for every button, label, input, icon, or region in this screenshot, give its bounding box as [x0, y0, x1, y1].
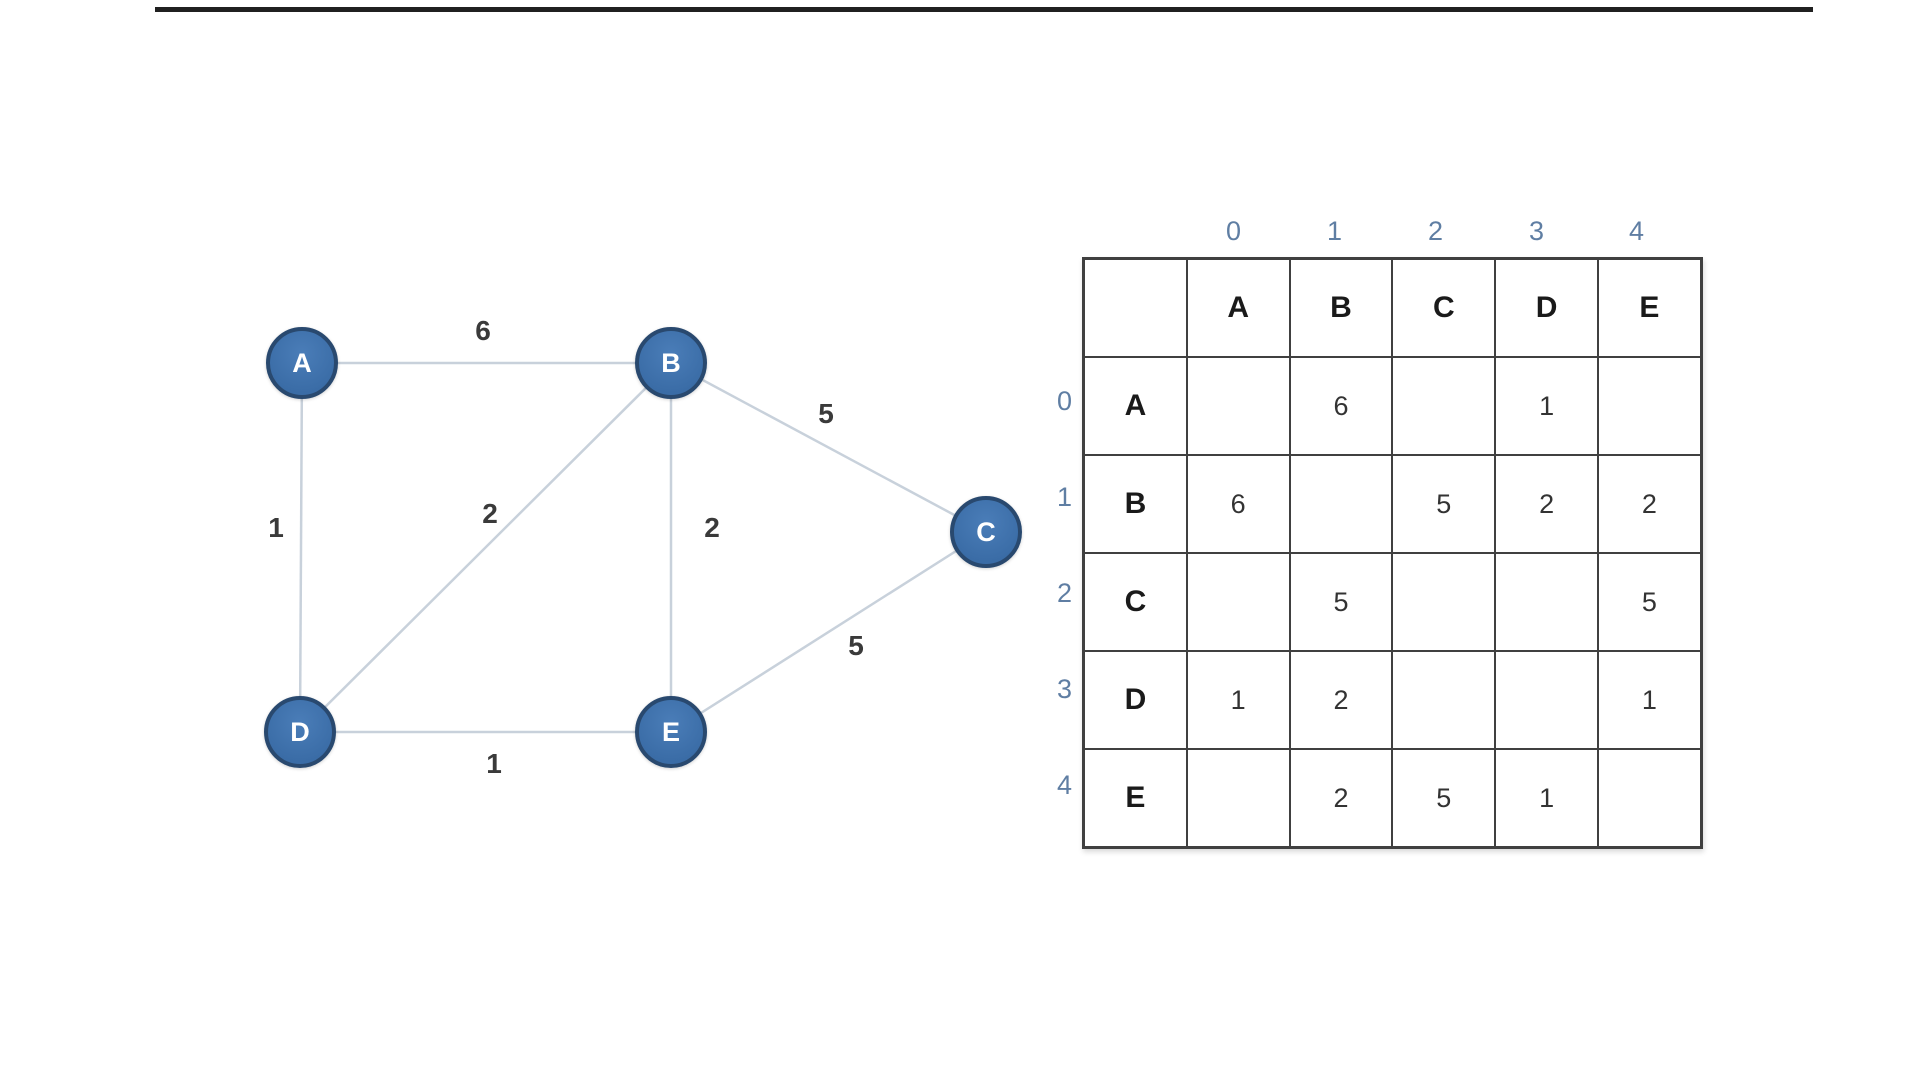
matrix-cell [1185, 552, 1291, 652]
graph-node-D: D [264, 696, 336, 768]
matrix-col-index-0: 0 [1225, 216, 1242, 246]
matrix-col-header: A [1185, 257, 1291, 358]
edge-weight-A-B: 6 [475, 315, 491, 346]
matrix-row-index-4: 4 [1056, 770, 1072, 800]
matrix-row-header: A [1082, 356, 1188, 456]
matrix-cell: 2 [1288, 748, 1394, 849]
matrix-cell [1288, 454, 1394, 554]
graph-node-B-label: B [661, 347, 681, 378]
matrix-row-header: C [1082, 552, 1188, 652]
matrix-row-header: E [1082, 748, 1188, 849]
matrix-cell [1185, 356, 1291, 456]
matrix-col-header: C [1391, 257, 1497, 358]
edge-A-D [298, 362, 304, 733]
matrix-row-E: E 2 5 1 [1082, 748, 1703, 849]
edge-B-C [670, 361, 987, 534]
matrix-row-index-0: 0 [1056, 386, 1072, 416]
matrix-cell: 5 [1391, 748, 1497, 849]
matrix-row-D: D 1 2 1 [1082, 650, 1703, 750]
edge-weight-B-E: 2 [704, 512, 720, 543]
edge-C-E [670, 530, 987, 734]
matrix-row-header: D [1082, 650, 1188, 750]
matrix-col-header: B [1288, 257, 1394, 358]
graph-node-E: E [635, 696, 707, 768]
matrix-col-index-3: 3 [1528, 216, 1545, 246]
edge-B-D [299, 362, 672, 733]
matrix-cell: 5 [1391, 454, 1497, 554]
matrix-cell: 1 [1596, 650, 1703, 750]
edge-weight-D-E: 1 [486, 748, 502, 779]
matrix-row-index-3: 3 [1056, 674, 1072, 704]
graph-node-C-label: C [976, 516, 996, 547]
matrix-row-index-1: 1 [1056, 482, 1072, 512]
graph-node-A-label: A [292, 347, 312, 378]
matrix-corner-cell [1082, 257, 1188, 358]
matrix-cell [1596, 356, 1703, 456]
matrix-cell [1494, 650, 1599, 750]
matrix-row-C: C 5 5 [1082, 552, 1703, 652]
edge-weight-B-C: 5 [818, 398, 834, 429]
graph-node-D-label: D [290, 716, 310, 747]
matrix-cell: 2 [1494, 454, 1599, 554]
matrix-cell: 6 [1288, 356, 1394, 456]
top-rule [155, 7, 1813, 12]
matrix-row-B: B 6 5 2 2 [1082, 454, 1703, 554]
matrix-cell: 1 [1185, 650, 1291, 750]
matrix-cell: 2 [1288, 650, 1394, 750]
matrix-cell [1391, 552, 1497, 652]
matrix-cell: 1 [1494, 748, 1599, 849]
matrix-row-A: A 6 1 [1082, 356, 1703, 456]
matrix-cell: 6 [1185, 454, 1291, 554]
matrix-cell [1391, 356, 1497, 456]
matrix-col-index-1: 1 [1326, 216, 1343, 246]
graph-node-C: C [950, 496, 1022, 568]
matrix-row-index-2: 2 [1056, 578, 1072, 608]
matrix-cell: 5 [1288, 552, 1394, 652]
matrix-header-row: A B C D E [1082, 257, 1703, 358]
edge-weight-A-D: 1 [268, 512, 284, 543]
matrix-col-index-4: 4 [1628, 216, 1645, 246]
matrix-col-index-2: 2 [1427, 216, 1444, 246]
matrix-cell: 5 [1596, 552, 1703, 652]
matrix-cell [1596, 748, 1703, 849]
matrix-cell [1391, 650, 1497, 750]
matrix-row-header: B [1082, 454, 1188, 554]
graph-node-E-label: E [661, 716, 680, 747]
edge-weight-B-D: 2 [482, 498, 498, 529]
graph-node-A: A [266, 327, 338, 399]
edge-weight-C-E: 5 [848, 630, 864, 661]
matrix-cell: 1 [1494, 356, 1599, 456]
matrix-col-header: E [1596, 257, 1703, 358]
graph-node-B: B [635, 327, 707, 399]
adjacency-matrix-table: A B C D E A 6 1 B 6 5 2 2 [1082, 257, 1703, 849]
matrix-col-header: D [1494, 257, 1599, 358]
adjacency-matrix: 0 1 2 3 4 0 1 2 3 4 A B C D E A 6 1 [1057, 216, 1703, 849]
matrix-cell: 2 [1596, 454, 1703, 554]
matrix-cell [1185, 748, 1291, 849]
matrix-cell [1494, 552, 1599, 652]
